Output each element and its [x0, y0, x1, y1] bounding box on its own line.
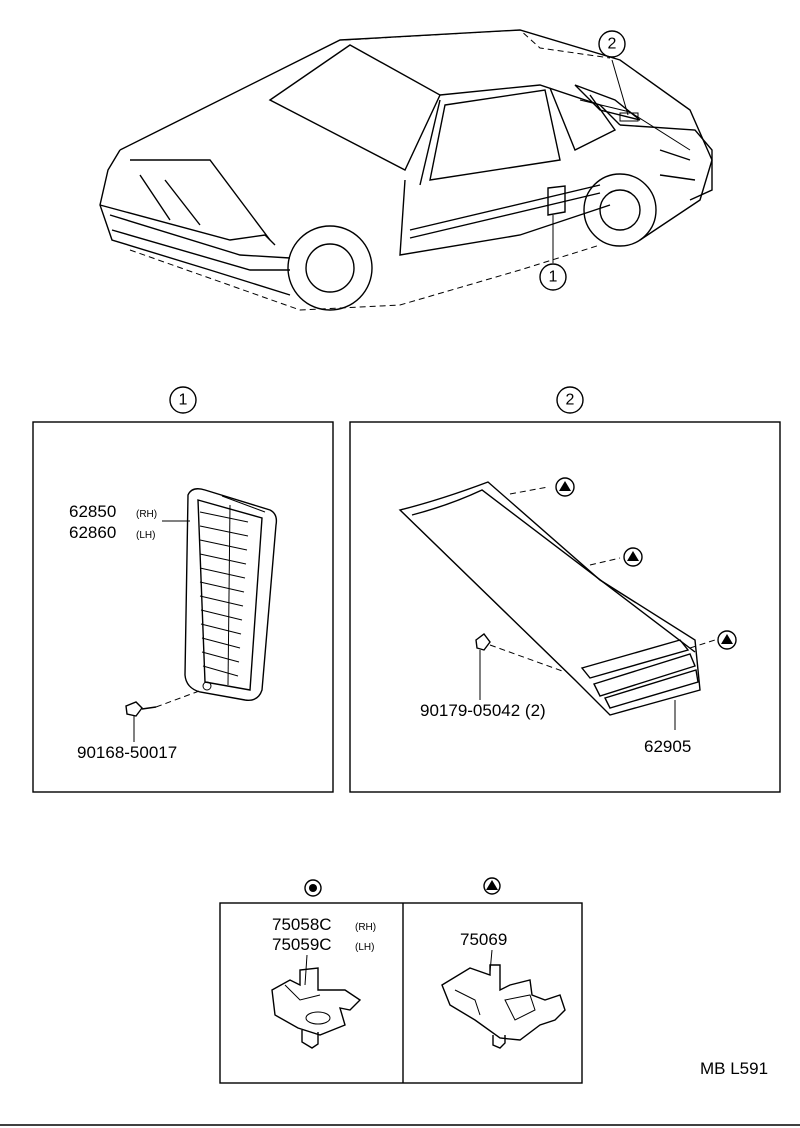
clip-90179 [475, 633, 566, 700]
clip-75069 [441, 949, 566, 1049]
part-62850-suffix: (RH) [136, 509, 157, 520]
circle-dot-icon [304, 879, 322, 897]
part-75058c-label: 75058C [272, 915, 332, 934]
callout-1-car: 1 [539, 263, 567, 291]
clip-75058c [271, 954, 362, 1049]
svg-text:1: 1 [549, 269, 558, 286]
callout-1-heading: 1 [169, 386, 197, 414]
legend-frame [219, 902, 583, 1084]
part-75059c-suffix: (LH) [355, 942, 374, 953]
part-75058c-suffix: (RH) [355, 922, 376, 933]
triangle-icon [717, 630, 737, 650]
triangle-icon [483, 877, 501, 895]
rear-louver-panel [398, 481, 701, 716]
svg-text:2: 2 [566, 392, 575, 409]
side-vent-grille [184, 488, 278, 701]
screw-90168 [125, 689, 203, 742]
part-75069-label: 75069 [460, 930, 507, 949]
part-62850-label: 62850 [69, 502, 116, 521]
part-62860-suffix: (LH) [136, 530, 155, 541]
panel-1-frame [32, 421, 334, 793]
panel-2-frame [349, 421, 781, 793]
triangle-icon [623, 547, 643, 567]
svg-text:1: 1 [179, 392, 188, 409]
part-62860-label: 62860 [69, 523, 116, 542]
diagram-code: MB L591 [700, 1059, 768, 1078]
part-90179-label: 90179-05042 (2) [420, 701, 546, 720]
triangle-icon [555, 477, 575, 497]
svg-text:2: 2 [608, 36, 617, 53]
part-62905-label: 62905 [644, 737, 691, 756]
callout-2-top: 2 [598, 30, 626, 58]
callout-2-heading: 2 [556, 386, 584, 414]
car-illustration [99, 29, 713, 311]
part-75059c-label: 75059C [272, 935, 332, 954]
part-90168-label: 90168-50017 [77, 743, 177, 762]
